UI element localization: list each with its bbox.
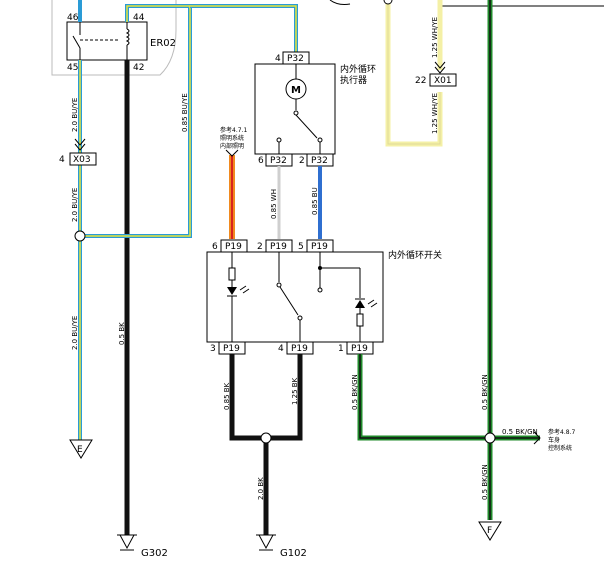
ground-g102: G102 [256, 534, 307, 559]
splice-right [484, 432, 496, 444]
actuator-bl-pin: 6 [258, 156, 264, 166]
switch-bottom-pin-3: 1 [338, 344, 344, 354]
ref-vehicle-3: 控制系统 [548, 444, 572, 452]
relay-pin-45: 45 [67, 63, 78, 73]
label-bkgn-right: 0.5 BK/GN [481, 374, 489, 410]
label-bk-20: 2.0 BK [257, 477, 265, 500]
x03-pin: 4 [59, 155, 65, 165]
label-bu: 0.85 BU [311, 187, 319, 215]
top-splice [383, 0, 393, 5]
label-bkgn-05: 0.5 BK/GN [351, 374, 359, 410]
ref-vehicle-1: 参考4.8.7 [548, 428, 575, 436]
relay-name: ER02 [150, 38, 176, 49]
actuator-name-1: 内外循环 [340, 63, 376, 75]
wire-whye [385, 0, 443, 147]
label-bk-125: 1.25 BK [291, 377, 299, 405]
label-bk-085: 0.85 BK [223, 382, 231, 410]
label-wh: 0.85 WH [270, 189, 278, 219]
switch-top-pin-2: 2 [257, 242, 263, 252]
label-buye-085: 0.85 BU/YE [181, 93, 189, 132]
relay-enclosure [51, 0, 177, 76]
motor-symbol: M [291, 85, 301, 96]
top-right-enclosure [437, 0, 604, 7]
actuator-top-pin: 4 [275, 54, 281, 64]
ground-f: F [478, 521, 502, 541]
switch-top-conn-1: P19 [225, 242, 242, 252]
label-buye-top: 2.0 BU/YE [71, 98, 79, 132]
label-whye-1: 1.25 WH/YE [431, 17, 439, 58]
ref-lighting-2: 照明系统 [220, 134, 244, 142]
x01-name: X01 [434, 76, 452, 86]
switch-name: 内外循环开关 [388, 249, 442, 261]
x03-name: X03 [73, 155, 91, 165]
label-bkgn-horiz: 0.5 BK/GN [502, 428, 538, 436]
label-bk-relay: 0.5 BK [118, 322, 126, 345]
label-whye-2: 1.25 WH/YE [431, 93, 439, 134]
switch-bottom-pin-2: 4 [278, 344, 284, 354]
relay-pin-44: 44 [133, 13, 145, 23]
ref-vehicle-2: 车身 [548, 436, 560, 444]
actuator-name-2: 执行器 [340, 74, 367, 86]
recirc-switch: 内外循环开关 P19 6 P19 2 P19 5 [206, 239, 442, 355]
actuator-top-conn: P32 [287, 54, 304, 64]
switch-bottom-conn-3: P19 [351, 344, 368, 354]
splice-left [74, 230, 86, 242]
switch-bottom-pin-1: 3 [210, 344, 216, 354]
ground-e: E [69, 439, 93, 459]
wire-bk-loop [229, 354, 303, 441]
ref-lighting-3: 内部照明 [220, 142, 244, 150]
switch-bottom-conn-1: P19 [223, 344, 240, 354]
switch-top-conn-3: P19 [311, 242, 328, 252]
relay-pin-42: 42 [133, 63, 144, 73]
ground-g302: G302 [117, 534, 168, 559]
label-bkgn-low: 0.5 BK/GN [481, 464, 489, 500]
ground-e-label: E [77, 445, 83, 455]
connector-x01: X01 22 [415, 61, 457, 87]
actuator-br-pin: 2 [299, 156, 305, 166]
label-buye-low: 2.0 BU/YE [71, 316, 79, 350]
wire-bkgn-switch [357, 354, 541, 445]
switch-top-pin-3: 5 [298, 242, 304, 252]
ref-lighting-1: 参考4.7.1 [220, 126, 247, 134]
switch-top-pin-1: 6 [212, 242, 218, 252]
top-partial-wire [329, 0, 351, 5]
relay-er02: ER02 46 44 45 42 [66, 13, 176, 73]
wire-lighting [225, 149, 239, 239]
recirc-actuator: P32 4 M 内外循环 执行器 P32 6 P32 2 [254, 51, 376, 167]
actuator-br-conn: P32 [311, 156, 328, 166]
ground-f-label: F [487, 526, 492, 536]
actuator-bl-conn: P32 [270, 156, 287, 166]
switch-top-conn-2: P19 [270, 242, 287, 252]
ground-g102-label: G102 [280, 548, 307, 559]
splice-g102 [260, 432, 272, 444]
ground-g302-label: G302 [141, 548, 168, 559]
relay-pin-46: 46 [67, 13, 79, 23]
x01-pin: 22 [415, 76, 426, 86]
wire-buye-085 [84, 4, 298, 238]
label-buye-mid: 2.0 BU/YE [71, 188, 79, 222]
connector-x03: X03 4 [59, 138, 97, 166]
switch-bottom-conn-2: P19 [291, 344, 308, 354]
